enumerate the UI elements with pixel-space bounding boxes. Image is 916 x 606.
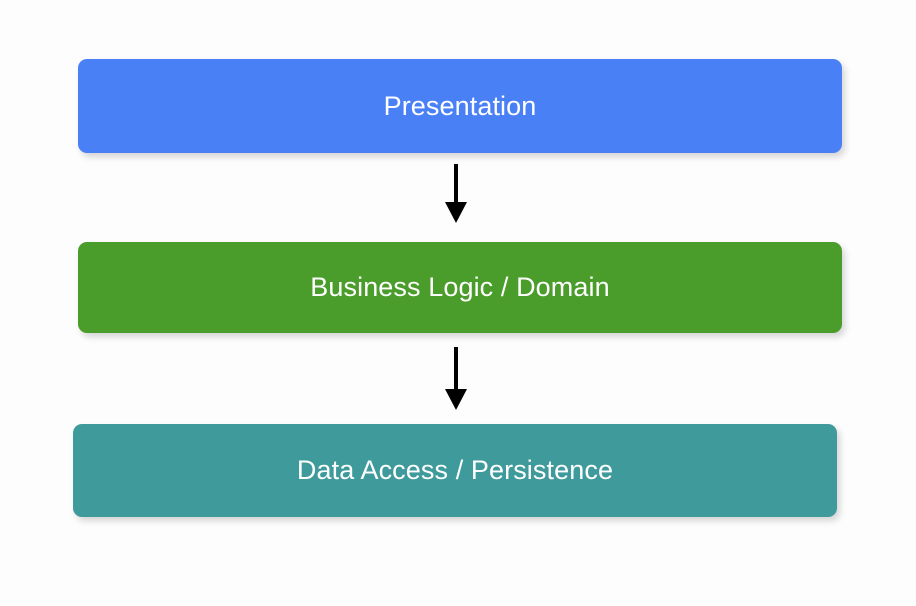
layer-label-data-access: Data Access / Persistence [296, 455, 614, 485]
arrow-presentation-to-business [444, 164, 468, 224]
layer-label-business-logic: Business Logic / Domain [310, 272, 610, 302]
layer-label-presentation: Presentation [383, 90, 537, 121]
arrow-shaft [454, 164, 458, 204]
layer-box-data-access[interactable]: Data Access / Persistence [73, 424, 837, 517]
arrow-shaft [454, 347, 458, 391]
arrow-business-to-data [444, 347, 468, 411]
layer-box-presentation[interactable]: Presentation [78, 59, 842, 153]
layer-box-business-logic[interactable]: Business Logic / Domain [78, 242, 842, 333]
arrow-head-icon [445, 202, 467, 223]
arrow-head-icon [445, 389, 467, 410]
